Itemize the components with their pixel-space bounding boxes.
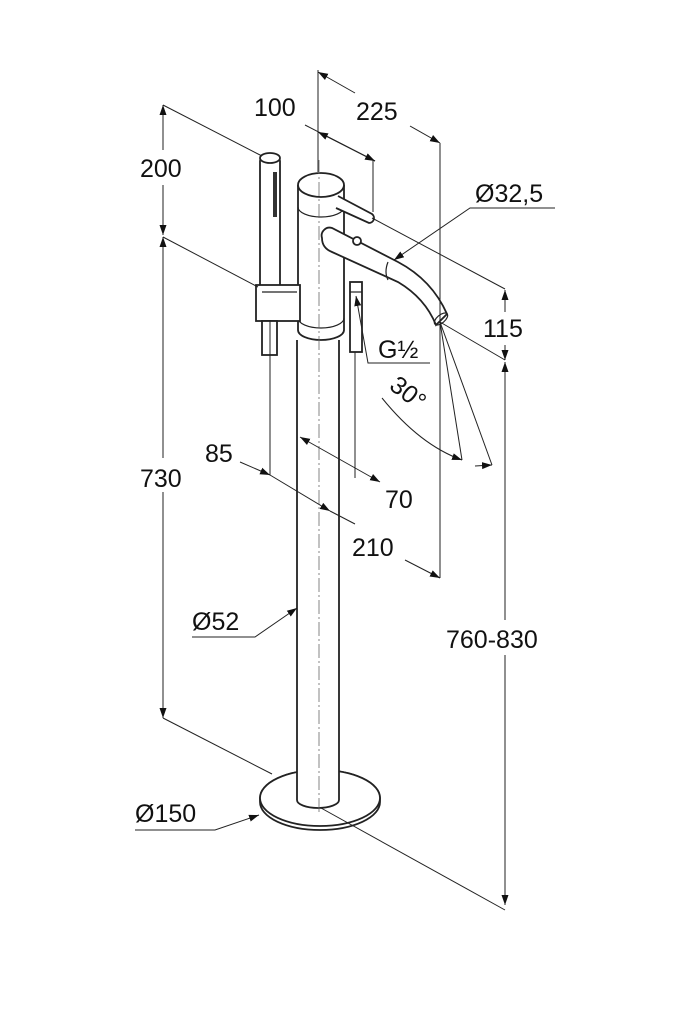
dim-label-thread: G½ bbox=[378, 336, 418, 364]
dim-label-225: 225 bbox=[356, 98, 398, 126]
dim-label-200: 200 bbox=[140, 155, 182, 183]
faucet bbox=[255, 152, 449, 831]
dim-label-85: 85 bbox=[205, 440, 233, 468]
dim-label-115: 115 bbox=[483, 315, 523, 343]
dim-label-70: 70 bbox=[385, 486, 413, 514]
dim-label-730: 730 bbox=[140, 465, 182, 493]
dimension-lines bbox=[135, 70, 555, 911]
dim-label-spout-diameter: Ø32,5 bbox=[475, 180, 543, 208]
column bbox=[296, 172, 345, 809]
dim-label-overall-height: 760-830 bbox=[446, 626, 538, 654]
dim-label-210: 210 bbox=[352, 534, 394, 562]
dim-label-column-diameter: Ø52 bbox=[192, 608, 239, 636]
hand-shower bbox=[255, 152, 301, 356]
dim-label-base-diameter: Ø150 bbox=[135, 800, 196, 828]
dim-label-100: 100 bbox=[254, 94, 296, 122]
spout bbox=[320, 226, 449, 327]
lever bbox=[335, 195, 375, 224]
